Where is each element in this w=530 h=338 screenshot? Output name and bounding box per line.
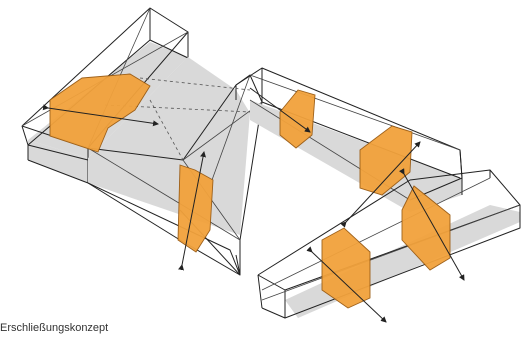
arrow-right-upper-1 <box>249 87 311 133</box>
panel-right-upper-1 <box>279 89 316 149</box>
arrow-right-upper-2 <box>340 141 421 228</box>
movement-arrows <box>42 87 465 323</box>
arrow-center-v <box>178 151 206 271</box>
arrow-lower-right-2 <box>398 168 465 281</box>
arrow-lower-right-1 <box>306 246 387 323</box>
volume-right-upper <box>235 67 463 212</box>
arrow-upper-left-h <box>42 104 159 127</box>
diagram-caption: Erschließungskonzept <box>0 322 109 334</box>
floor-upper-left-side <box>28 140 88 183</box>
